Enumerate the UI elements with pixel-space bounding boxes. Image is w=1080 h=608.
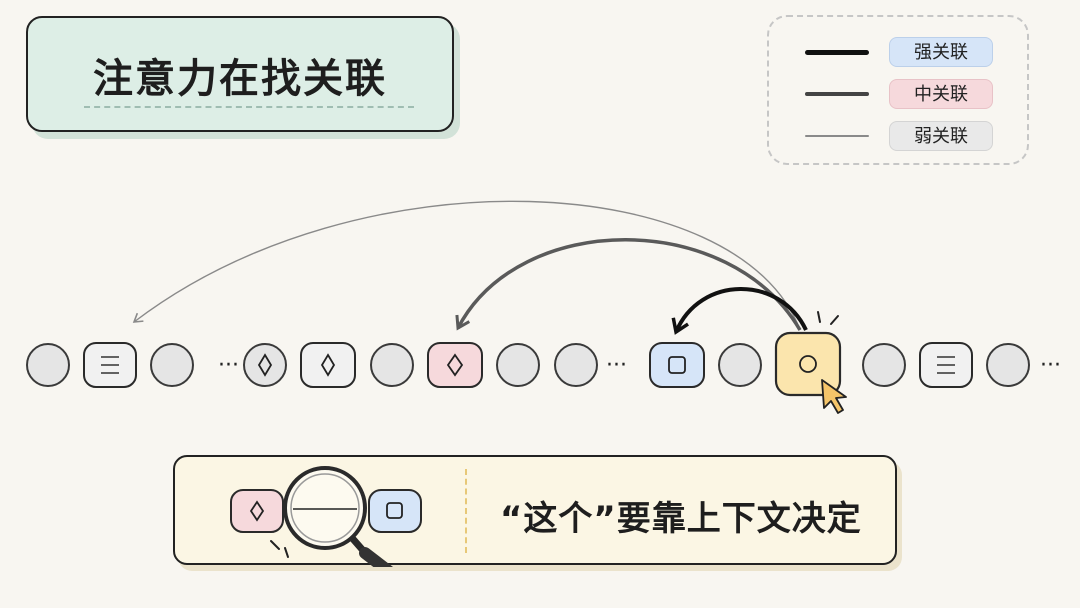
diamond-icon: [257, 353, 273, 377]
legend-label-weak: 弱关联: [889, 121, 993, 151]
legend-item-strong: 强关联: [769, 35, 1027, 69]
token-circle: [26, 343, 70, 387]
page-title: 注意力在找关联: [93, 56, 387, 102]
token-circle: [718, 343, 762, 387]
legend-item-weak: 弱关联: [769, 119, 1027, 153]
token-circle: [496, 343, 540, 387]
token-circle: [150, 343, 194, 387]
token-circle: [986, 343, 1030, 387]
divider: [465, 469, 467, 553]
token-lines: [83, 342, 137, 388]
diamond-icon: [249, 500, 265, 522]
token-diamond-pink: [427, 342, 483, 388]
title-card: 注意力在找关联: [26, 16, 454, 132]
diamond-icon: [320, 353, 336, 377]
query-token[interactable]: [774, 331, 842, 397]
legend-line-strong: [805, 49, 869, 55]
legend-label-medium: 中关联: [889, 79, 993, 109]
ellipsis: ···: [218, 353, 239, 378]
token-diamond: [300, 342, 356, 388]
medium-attention-arc: [455, 238, 802, 331]
strong-attention-arc: [671, 287, 808, 335]
token-circle: [554, 343, 598, 387]
circle-icon: [799, 355, 817, 373]
context-caption: “这个”要靠上下文决定: [500, 499, 862, 539]
context-token-diamond: [230, 489, 284, 533]
context-card: “这个”要靠上下文决定: [173, 455, 897, 567]
diamond-icon: [446, 353, 464, 377]
sparkle-marks: [270, 540, 289, 558]
token-circle: [370, 343, 414, 387]
legend-line-medium: [805, 92, 869, 96]
sparkle-marks: [817, 311, 839, 325]
legend-item-medium: 中关联: [769, 77, 1027, 111]
token-lines: [919, 342, 973, 388]
legend: 强关联 中关联 弱关联: [767, 15, 1029, 165]
legend-line-weak: [805, 135, 869, 137]
cursor-icon: [821, 379, 847, 414]
lines-icon: [937, 356, 955, 374]
magnifier-icon: [283, 466, 394, 567]
title-underline: [84, 106, 414, 108]
square-icon: [386, 502, 403, 519]
weak-attention-arc: [132, 200, 801, 331]
ellipsis: ···: [606, 353, 627, 378]
token-circle-diamond: [243, 343, 287, 387]
ellipsis: ···: [1040, 353, 1061, 378]
token-circle: [862, 343, 906, 387]
square-icon: [668, 356, 686, 374]
token-square-blue: [649, 342, 705, 388]
lines-icon: [101, 356, 119, 374]
context-illustration: [230, 466, 422, 567]
context-token-square: [368, 489, 422, 533]
legend-label-strong: 强关联: [889, 37, 993, 67]
